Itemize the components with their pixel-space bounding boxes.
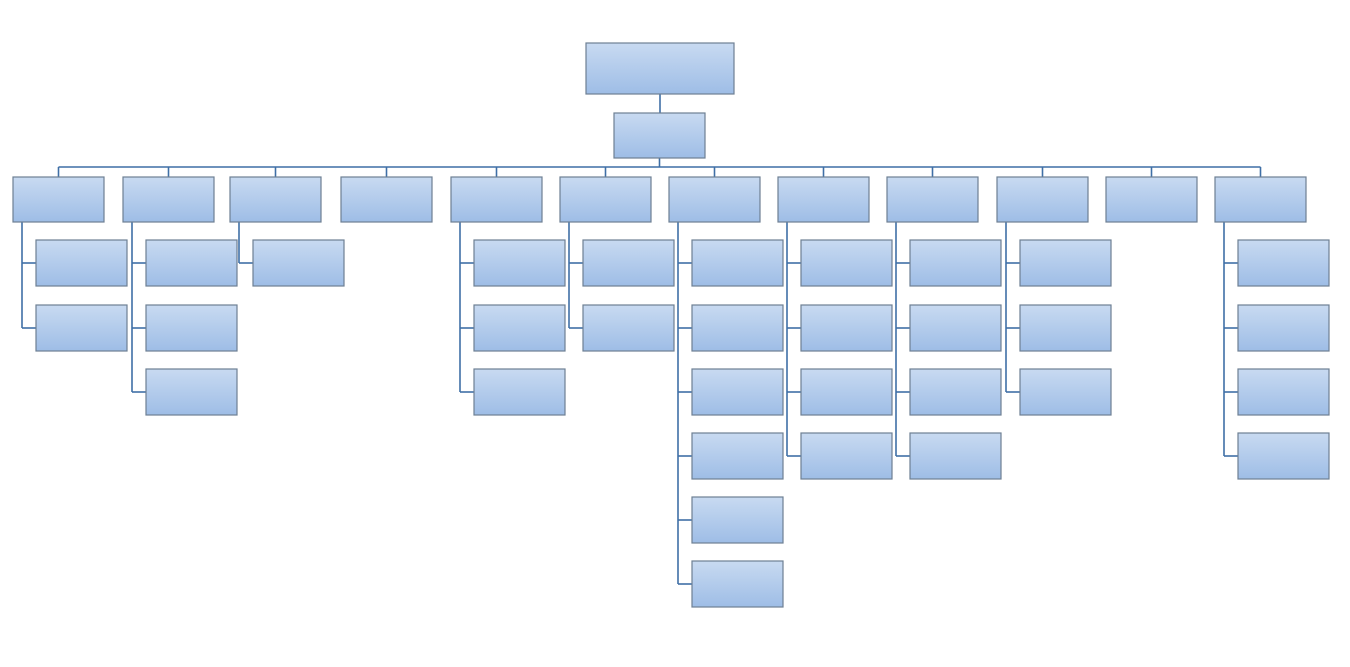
department-6-child-node-2 [582, 304, 675, 352]
department-node-9-box [886, 176, 979, 223]
org-root-node [585, 42, 735, 95]
department-node-6-box [559, 176, 652, 223]
department-node-12-box [1214, 176, 1307, 223]
department-node-5-box [450, 176, 543, 223]
department-7-child-node-3-box [691, 368, 784, 416]
department-node-8 [777, 176, 870, 223]
department-8-child-node-2-box [800, 304, 893, 352]
department-3-child-node-1 [252, 239, 345, 287]
org-level1-node-box [613, 112, 706, 159]
department-7-child-node-3 [691, 368, 784, 416]
department-12-child-node-4 [1237, 432, 1330, 480]
department-node-12 [1214, 176, 1307, 223]
department-12-child-node-2-box [1237, 304, 1330, 352]
department-2-child-node-3 [145, 368, 238, 416]
department-9-child-node-3-box [909, 368, 1002, 416]
department-node-2-box [122, 176, 215, 223]
department-node-1-box [12, 176, 105, 223]
department-9-child-node-4-box [909, 432, 1002, 480]
department-7-child-node-1 [691, 239, 784, 287]
department-9-child-node-1-box [909, 239, 1002, 287]
department-10-child-node-3 [1019, 368, 1112, 416]
department-6-child-node-1-box [582, 239, 675, 287]
department-2-child-node-1-box [145, 239, 238, 287]
org-nodes [12, 42, 1330, 608]
department-node-11 [1105, 176, 1198, 223]
department-7-child-node-5-box [691, 496, 784, 544]
department-1-child-node-1-box [35, 239, 128, 287]
department-node-6 [559, 176, 652, 223]
department-8-child-node-1 [800, 239, 893, 287]
department-6-child-node-1 [582, 239, 675, 287]
department-1-child-node-1 [35, 239, 128, 287]
department-7-child-node-2-box [691, 304, 784, 352]
department-5-child-node-3-box [473, 368, 566, 416]
department-5-child-node-2-box [473, 304, 566, 352]
department-1-child-node-2-box [35, 304, 128, 352]
department-9-child-node-4 [909, 432, 1002, 480]
department-7-child-node-6 [691, 560, 784, 608]
department-2-child-node-1 [145, 239, 238, 287]
department-2-child-node-2 [145, 304, 238, 352]
department-12-child-node-4-box [1237, 432, 1330, 480]
department-9-child-node-2 [909, 304, 1002, 352]
org-root-node-box [585, 42, 735, 95]
connector-lines [21, 94, 1262, 585]
department-node-11-box [1105, 176, 1198, 223]
department-1-child-node-2 [35, 304, 128, 352]
department-7-child-node-4 [691, 432, 784, 480]
department-2-child-node-3-box [145, 368, 238, 416]
department-node-2 [122, 176, 215, 223]
department-node-10 [996, 176, 1089, 223]
department-node-7 [668, 176, 761, 223]
department-8-child-node-4 [800, 432, 893, 480]
department-6-child-node-2-box [582, 304, 675, 352]
department-12-child-node-2 [1237, 304, 1330, 352]
department-node-3-box [229, 176, 322, 223]
department-node-8-box [777, 176, 870, 223]
department-10-child-node-2 [1019, 304, 1112, 352]
department-12-child-node-1 [1237, 239, 1330, 287]
department-3-child-node-1-box [252, 239, 345, 287]
department-2-child-node-2-box [145, 304, 238, 352]
department-9-child-node-2-box [909, 304, 1002, 352]
department-8-child-node-3-box [800, 368, 893, 416]
department-node-1 [12, 176, 105, 223]
department-12-child-node-3 [1237, 368, 1330, 416]
department-12-child-node-3-box [1237, 368, 1330, 416]
department-10-child-node-1 [1019, 239, 1112, 287]
department-8-child-node-1-box [800, 239, 893, 287]
department-5-child-node-1 [473, 239, 566, 287]
department-node-3 [229, 176, 322, 223]
department-5-child-node-3 [473, 368, 566, 416]
department-9-child-node-3 [909, 368, 1002, 416]
department-8-child-node-4-box [800, 432, 893, 480]
department-7-child-node-5 [691, 496, 784, 544]
department-9-child-node-1 [909, 239, 1002, 287]
department-8-child-node-2 [800, 304, 893, 352]
department-5-child-node-1-box [473, 239, 566, 287]
department-10-child-node-1-box [1019, 239, 1112, 287]
department-7-child-node-6-box [691, 560, 784, 608]
department-7-child-node-2 [691, 304, 784, 352]
department-7-child-node-4-box [691, 432, 784, 480]
department-node-5 [450, 176, 543, 223]
department-node-9 [886, 176, 979, 223]
department-10-child-node-2-box [1019, 304, 1112, 352]
department-node-4-box [340, 176, 433, 223]
department-node-10-box [996, 176, 1089, 223]
department-5-child-node-2 [473, 304, 566, 352]
department-8-child-node-3 [800, 368, 893, 416]
department-7-child-node-1-box [691, 239, 784, 287]
department-node-7-box [668, 176, 761, 223]
org-level1-node [613, 112, 706, 159]
department-12-child-node-1-box [1237, 239, 1330, 287]
department-10-child-node-3-box [1019, 368, 1112, 416]
department-node-4 [340, 176, 433, 223]
